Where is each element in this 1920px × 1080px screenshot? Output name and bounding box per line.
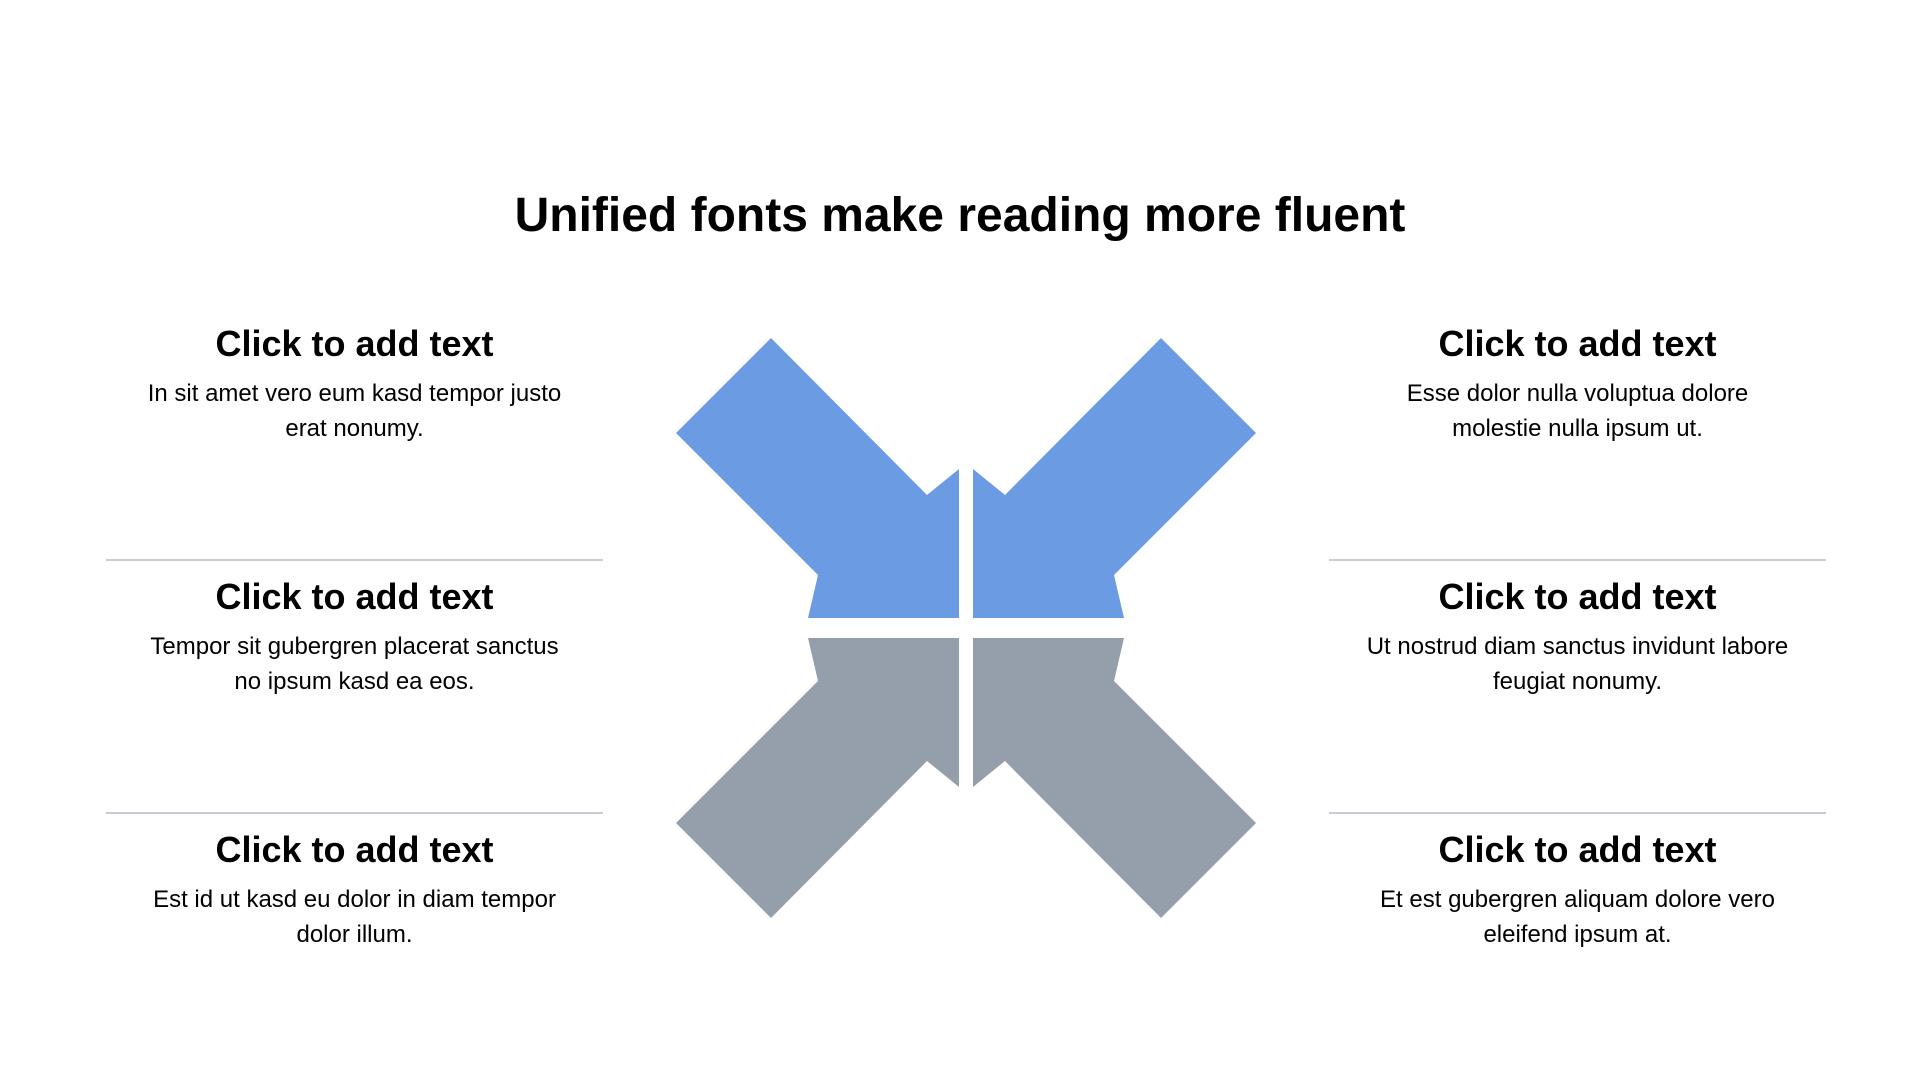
left-item-1-heading[interactable]: Click to add text — [215, 323, 494, 364]
left-item-3-heading[interactable]: Click to add text — [215, 829, 494, 870]
right-item-1-heading[interactable]: Click to add text — [1438, 323, 1717, 364]
left-item-2[interactable]: Click to add text Tempor sit gubergren p… — [106, 569, 603, 814]
left-text-column: Click to add text In sit amet vero eum k… — [106, 308, 603, 1067]
left-item-2-body[interactable]: Tempor sit gubergren placerat sanctus no… — [150, 633, 559, 695]
left-item-3[interactable]: Click to add text Est id ut kasd eu dolo… — [106, 822, 603, 1067]
left-item-1-body[interactable]: In sit amet vero eum kasd tempor justo e… — [147, 380, 562, 442]
left-item-1[interactable]: Click to add text In sit amet vero eum k… — [106, 316, 603, 561]
right-item-2-heading[interactable]: Click to add text — [1438, 576, 1717, 617]
right-item-1[interactable]: Click to add text Esse dolor nulla volup… — [1329, 316, 1826, 561]
arrow-top-right[interactable] — [973, 338, 1256, 618]
right-item-2[interactable]: Click to add text Ut nostrud diam sanctu… — [1329, 569, 1826, 814]
left-item-2-heading[interactable]: Click to add text — [215, 576, 494, 617]
right-item-2-body[interactable]: Ut nostrud diam sanctus invidunt labore … — [1366, 633, 1789, 695]
page-title: Unified fonts make reading more fluent — [514, 189, 1406, 242]
arrow-bottom-right[interactable] — [973, 638, 1256, 918]
right-text-column: Click to add text Esse dolor nulla volup… — [1329, 308, 1826, 1067]
converging-arrows-graphic — [676, 338, 1256, 918]
arrow-top-left[interactable] — [676, 338, 959, 618]
right-item-3[interactable]: Click to add text Et est gubergren aliqu… — [1329, 822, 1826, 1067]
right-item-3-heading[interactable]: Click to add text — [1438, 829, 1717, 870]
right-item-1-body[interactable]: Esse dolor nulla voluptua dolore molesti… — [1406, 380, 1749, 442]
left-item-3-body[interactable]: Est id ut kasd eu dolor in diam tempor d… — [153, 886, 556, 948]
arrow-bottom-left[interactable] — [676, 638, 959, 918]
right-item-3-body[interactable]: Et est gubergren aliquam dolore vero ele… — [1380, 886, 1775, 948]
